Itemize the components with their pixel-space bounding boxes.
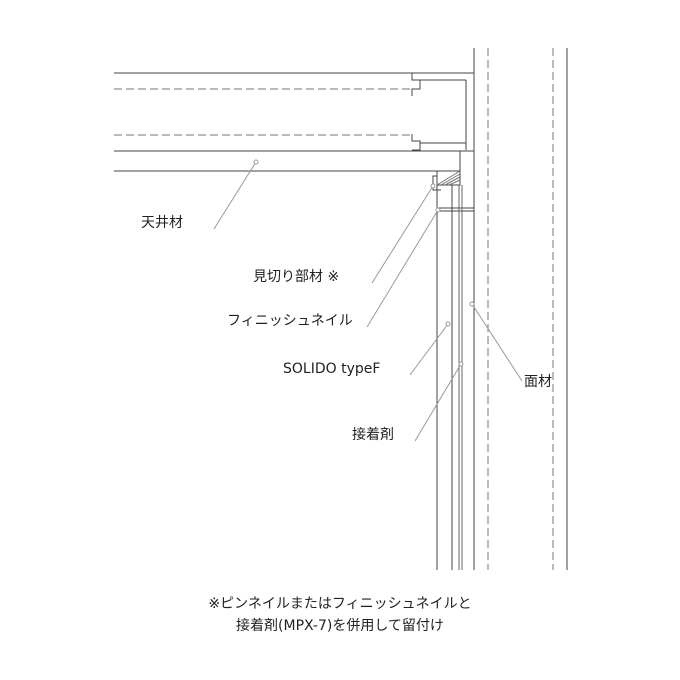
label-solido: SOLIDO typeF — [283, 361, 380, 377]
upper-channel — [114, 72, 475, 150]
label-face: 面材 — [524, 374, 552, 390]
label-ceiling: 天井材 — [141, 215, 183, 231]
trim-member — [432, 170, 461, 191]
solido-panel — [436, 185, 453, 570]
footnote-line1: ※ピンネイルまたはフィニッシュネイルと — [208, 596, 472, 612]
footnote-line2: 接着剤(MPX-7)を併用して留付け — [236, 618, 444, 634]
label-adhesive: 接着剤 — [352, 426, 394, 443]
label-trim: 見切り部材 ※ — [253, 269, 339, 285]
lower-channel — [114, 134, 466, 151]
wall-face-board — [473, 48, 568, 570]
adhesive-layer — [458, 185, 463, 570]
label-finish-nail: フィニッシュネイル — [227, 313, 353, 329]
leader-dots — [253, 159, 475, 367]
leader-lines — [213, 161, 523, 442]
finish-nail — [437, 207, 474, 212]
ceiling-board — [114, 150, 474, 172]
